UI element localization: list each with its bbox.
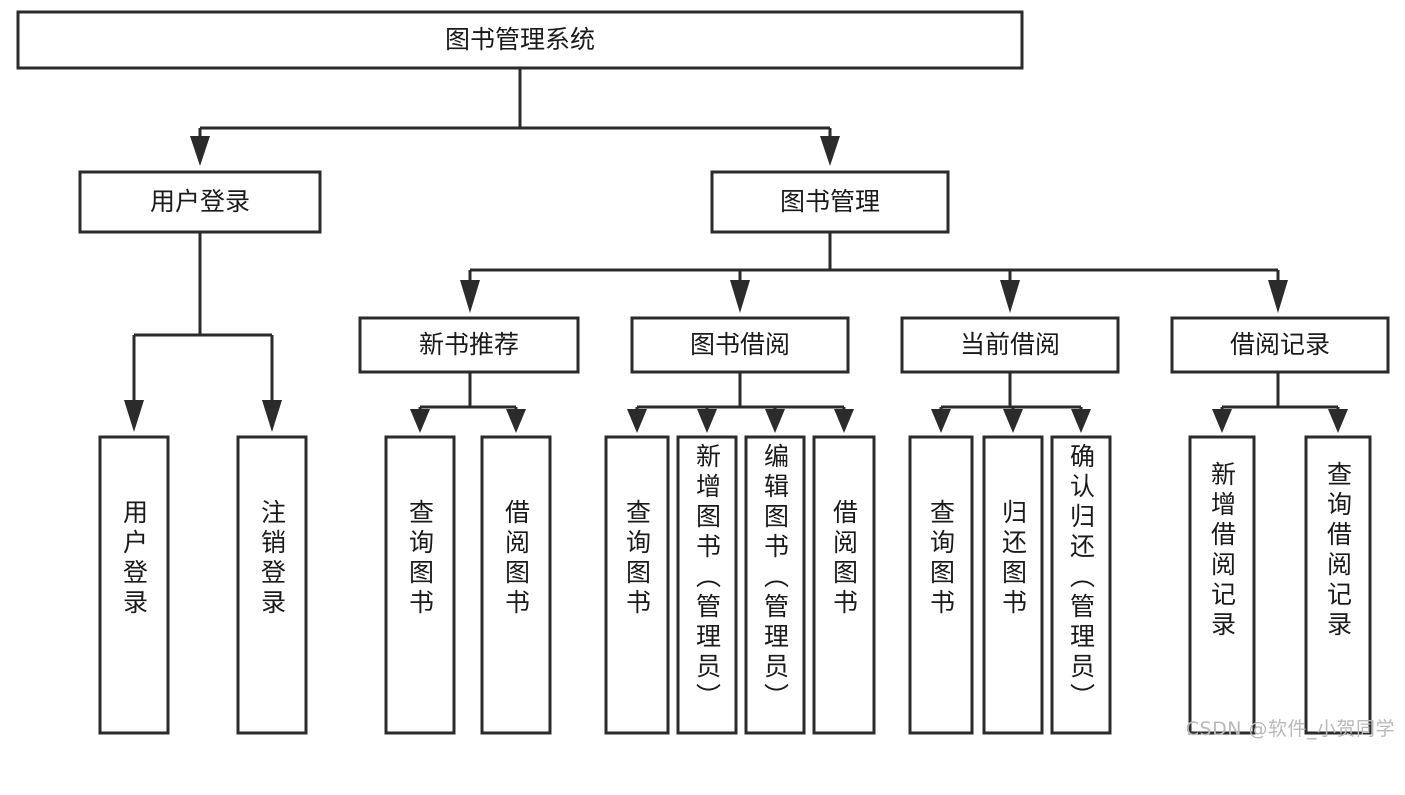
node-book-mgmt-label: 图书管理 (780, 187, 880, 216)
leaf-logout-label-wrap: 注销登录 (238, 437, 306, 733)
arrowhead-leaf-add-book (697, 409, 717, 433)
leaf-query-record-label: 查询借阅记录 (1323, 461, 1353, 641)
leaf-query-record-label-wrap: 查询借阅记录 (1306, 437, 1370, 733)
node-book-borrow-box[interactable] (630, 316, 850, 374)
arrowhead-borrow-record (1268, 280, 1288, 313)
leaf-add-record-label-wrap: 新增借阅记录 (1190, 437, 1254, 733)
arrowhead-leaf-borrow-book-1 (506, 409, 526, 433)
leaf-query-book-1-label-wrap: 查询图书 (386, 437, 454, 733)
node-root-label: 图书管理系统 (445, 25, 595, 54)
leaf-edit-book-label-wrap: 编辑图书（管理员） (746, 437, 804, 733)
node-book-borrow[interactable]: 图书借阅 (630, 316, 850, 374)
arrowhead-book-borrow (730, 280, 750, 313)
arrowhead-leaf-confirm-return (1071, 409, 1091, 433)
arrowhead-leaf-borrow-book-2 (834, 409, 854, 433)
arrowhead-book-mgmt (820, 136, 840, 166)
node-current-borrow-label: 当前借阅 (960, 330, 1060, 359)
diagram-canvas: 图书管理系统 用户登录 图书管理 新书推荐 图书借阅 当前借阅 借阅记录 (16, 10, 1390, 735)
node-book-mgmt[interactable]: 图书管理 (710, 170, 950, 234)
arrowhead-new-book-rec (460, 280, 480, 313)
arrowhead-user-login (190, 136, 210, 166)
arrowhead-leaf-query-book-3 (931, 409, 951, 433)
arrowhead-leaf-edit-book (765, 409, 785, 433)
leaf-return-book-label-wrap: 归还图书 (984, 437, 1042, 733)
leaf-confirm-return-box[interactable] (1050, 435, 1112, 735)
leaf-confirm-return-label: 确认归还（管理员） (1066, 443, 1096, 713)
node-book-borrow-label: 图书借阅 (690, 330, 790, 359)
arrowhead-leaf-logout (262, 400, 282, 432)
leaf-query-book-3-box[interactable] (908, 435, 974, 735)
node-user-login-label: 用户登录 (150, 187, 250, 216)
node-root[interactable]: 图书管理系统 (16, 10, 1024, 70)
arrowhead-leaf-query-record (1328, 409, 1348, 433)
node-borrow-record-label: 借阅记录 (1230, 330, 1330, 359)
leaf-edit-book-label: 编辑图书（管理员） (760, 443, 790, 713)
leaf-query-book-2-label-wrap: 查询图书 (606, 437, 668, 733)
leaf-add-record-label: 新增借阅记录 (1207, 461, 1237, 641)
leaf-user-login-box[interactable] (98, 435, 170, 735)
leaf-query-book-3-label-wrap: 查询图书 (910, 437, 972, 733)
edge-group-new-book-rec (410, 372, 526, 433)
leaf-query-book-1-box[interactable] (384, 435, 456, 735)
arrowhead-leaf-add-record (1212, 409, 1232, 433)
arrowhead-leaf-return-book (1003, 409, 1023, 433)
leaf-confirm-return-label-wrap: 确认归还（管理员） (1052, 437, 1110, 733)
edge-group-book-mgmt (460, 232, 1288, 313)
watermark: CSDN @软件_小贺同学 (1185, 718, 1395, 740)
leaf-borrow-book-1-box[interactable] (480, 435, 552, 735)
arrowhead-leaf-query-book-1 (410, 409, 430, 433)
leaf-borrow-book-1-label-wrap: 借阅图书 (482, 437, 550, 733)
leaf-return-book-box[interactable] (982, 435, 1044, 735)
leaf-borrow-book-2-label-wrap: 借阅图书 (814, 437, 874, 733)
node-borrow-record[interactable]: 借阅记录 (1170, 316, 1390, 374)
edge-group-borrow-record (1212, 372, 1348, 433)
node-root-box[interactable] (16, 10, 1024, 70)
leaf-add-book-label-wrap: 新增图书（管理员） (678, 437, 736, 733)
leaf-logout-box[interactable] (236, 435, 308, 735)
leaf-add-record-box[interactable] (1188, 435, 1256, 735)
arrowhead-current-borrow (1000, 280, 1020, 313)
leaf-add-book-label: 新增图书（管理员） (692, 443, 722, 713)
node-user-login[interactable]: 用户登录 (78, 170, 322, 234)
edge-group-book-borrow (627, 372, 854, 433)
node-borrow-record-box[interactable] (1170, 316, 1390, 374)
arrowhead-leaf-user-login (124, 400, 144, 432)
leaf-borrow-book-2-box[interactable] (812, 435, 876, 735)
edge-group-root (190, 68, 840, 166)
edge-group-current-borrow (931, 372, 1091, 433)
leaf-user-login-label-wrap: 用户登录 (100, 437, 168, 733)
node-new-book-rec-label: 新书推荐 (419, 330, 519, 359)
arrowhead-leaf-query-book-2 (627, 409, 647, 433)
node-new-book-rec-box[interactable] (358, 316, 580, 374)
leaf-add-book-box[interactable] (676, 435, 738, 735)
leaf-query-record-box[interactable] (1304, 435, 1372, 735)
node-current-borrow-box[interactable] (900, 316, 1120, 374)
node-book-mgmt-box[interactable] (710, 170, 950, 234)
leaf-edit-book-box[interactable] (744, 435, 806, 735)
node-new-book-rec[interactable]: 新书推荐 (358, 316, 580, 374)
leaf-query-book-2-box[interactable] (604, 435, 670, 735)
functional-structure-diagram: 图书管理系统 用户登录 图书管理 新书推荐 图书借阅 当前借阅 借阅记录 (16, 10, 1395, 740)
node-user-login-box[interactable] (78, 170, 322, 234)
edge-group-user-login (124, 232, 282, 432)
node-current-borrow[interactable]: 当前借阅 (900, 316, 1120, 374)
